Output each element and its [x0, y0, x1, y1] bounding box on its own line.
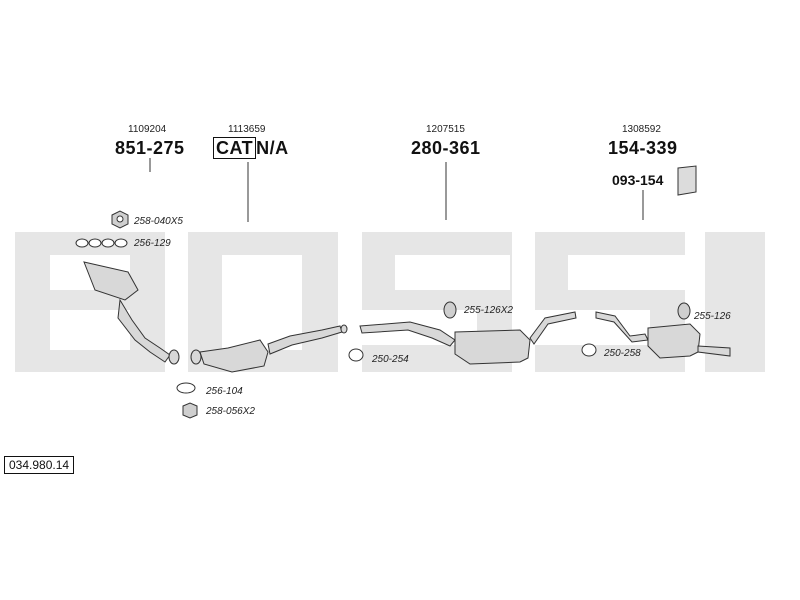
part-label[interactable]: 250-258: [604, 348, 641, 359]
assembly-ref-4: 1308592: [622, 124, 661, 135]
gasket-icon: [75, 238, 128, 248]
rear-silencer: [595, 311, 731, 359]
clamp-icon: [581, 343, 597, 357]
part-label[interactable]: 255-126: [694, 311, 731, 322]
gasket-icon: [176, 382, 196, 394]
assembly-ref-1: 1109204: [128, 124, 167, 135]
cat-label: CAT: [213, 137, 257, 159]
catalytic-converter: [190, 324, 348, 373]
middle-silencer: [359, 311, 577, 365]
exhaust-manifold: [83, 261, 180, 365]
part-label[interactable]: 258-056X2: [206, 406, 255, 417]
rubber-mount-icon: [443, 301, 457, 319]
assembly-part-4[interactable]: 154-339: [608, 138, 678, 158]
rubber-mount-icon: [677, 302, 691, 320]
assembly-part-3[interactable]: 280-361: [411, 138, 481, 158]
diagram-code: 034.980.14: [4, 456, 75, 474]
cat-part: N/A: [256, 138, 289, 158]
part-label[interactable]: 256-129: [134, 238, 171, 249]
assembly-subpart-4[interactable]: 093-154: [612, 172, 664, 188]
assembly-ref-2: 1113659: [228, 124, 266, 135]
clamp-icon: [348, 348, 364, 362]
nut-icon: [182, 402, 198, 419]
assembly-ref-3: 1207515: [426, 124, 465, 135]
mounting-bracket-icon: [677, 165, 697, 196]
part-label[interactable]: 256-104: [206, 386, 243, 397]
part-label[interactable]: 255-126X2: [464, 305, 513, 316]
nut-hole-icon: [116, 215, 124, 223]
part-label[interactable]: 258-040X5: [134, 216, 183, 227]
assembly-part-1[interactable]: 851-275: [115, 138, 185, 158]
part-label[interactable]: 250-254: [372, 354, 409, 365]
